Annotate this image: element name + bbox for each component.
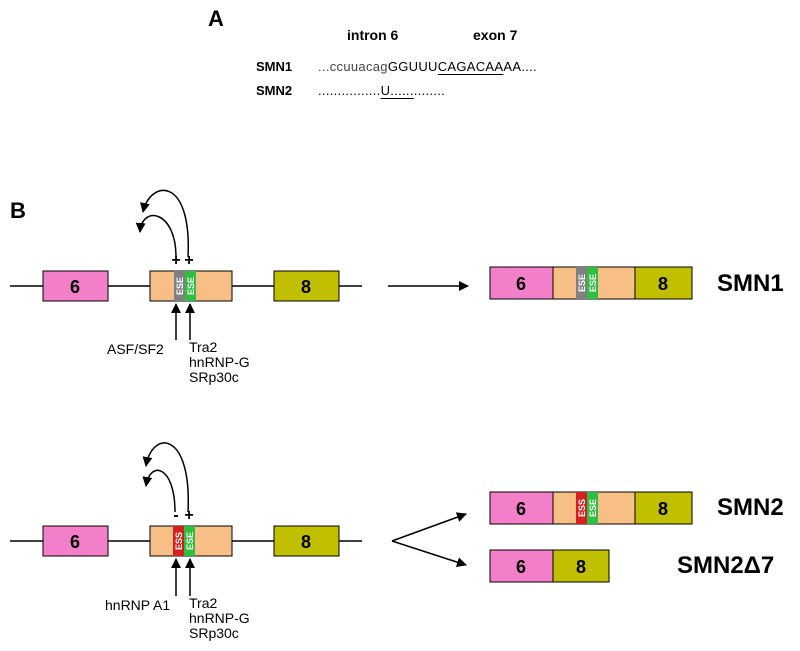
smn2-mrna-exon8-label: 8 [658,499,668,519]
smn2-sequence: ................U.............. [318,83,445,98]
smn2-delta7-product-label: SMN2Δ7 [677,552,775,579]
smn2-exon8-box [273,525,340,557]
smn2-curved-arrow-outer [142,442,189,513]
smn1-exon8-box [273,270,340,302]
smn1-mrna-ese-green [587,267,598,299]
smn1-sign-right: + [184,252,193,269]
smn2d7-mrna-exon6-label: 6 [516,557,526,577]
smn2-mrna-ese-green [587,492,598,524]
smn2-product-label: SMN2 [717,494,784,521]
smn2-exon-underlined: U...... [380,83,414,98]
smn1-mrna-ese-gray [576,267,587,299]
smn2-factor-right-3: SRp30c [189,625,239,641]
smn1-factor-right-1: Tra2 [189,339,218,355]
smn2-factor-right-1: Tra2 [189,595,218,611]
smn1-seq-label: SMN1 [256,59,293,74]
intron-6-header: intron 6 [347,27,399,43]
smn2d7-mrna-exon8-label: 8 [576,557,586,577]
smn1-exon8-label: 8 [301,277,311,297]
smn1-mrna-exon6-label: 6 [516,274,526,294]
smn1-exon-underlined: CAGACAA [437,59,504,74]
smn2-mrna-ess-red-label: ESS [577,499,587,517]
smn1-factor-right-3: SRp30c [189,369,239,385]
smn2-exon6-label: 6 [70,532,80,552]
smn2-mrna-exon6 [489,491,554,525]
smn2-factor-right-2: hnRNP-G [189,610,250,626]
exon-7-header: exon 7 [473,27,518,43]
smn2-mrna-exon8 [634,491,693,525]
smn2d7-mrna-exon8 [552,549,610,583]
smn1-ese-gray [174,271,185,301]
smn1-intron-seq: ccuuacag [329,59,388,74]
smn2-factor-left: hnRNP A1 [105,597,171,613]
smn1-factor-left: ASF/SF2 [107,341,164,357]
smn2-ese-green [184,526,195,556]
smn1-mrna-ese-gray-label: ESE [577,274,587,292]
smn2-exon8-label: 8 [301,532,311,552]
smn2-sign-right: + [184,507,193,524]
smn1-exon6-box [42,270,109,302]
smn1-sequence: ...ccuuacagGGUUUCAGACAAAA.... [318,59,537,74]
smn2-exon-rest: ........ [413,83,446,98]
panel-b-letter: B [10,198,26,223]
smn1-junction-seq: GGUUU [387,59,438,74]
smn2-arrow-to-full [391,512,467,542]
smn2-ess-red-label: ESS [174,532,184,550]
smn2-ess-red [173,526,184,556]
smn1-factor-right-2: hnRNP-G [189,354,250,370]
smn1-sign-left: + [171,252,180,269]
smn1-ese-gray-label: ESE [175,277,185,295]
smn1-exon6-label: 6 [70,277,80,297]
smn2-sign-left: - [173,507,178,524]
smn1-curved-arrow-outer [140,189,189,258]
smn2-seq-label: SMN2 [256,83,293,98]
smn1-ese-green [185,271,196,301]
smn1-lead-dots: ... [318,59,330,74]
smn1-curved-arrow-inner [135,214,177,258]
smn1-mrna-exon6 [489,266,554,300]
panel-a-letter: A [208,6,224,31]
smn2-lead-dots: ................ [318,83,381,98]
smn2-mrna-ess-red [576,492,587,524]
smn2-ese-green-label: ESE [185,532,195,550]
smn1-product-label: SMN1 [717,270,784,297]
smn1-mrna-exon8 [634,266,693,300]
smn2-mrna-ese-green-label: ESE [588,499,598,517]
smn2-mrna-exon6-label: 6 [516,499,526,519]
smn1-ese-green-label: ESE [186,277,196,295]
smn2-arrow-to-skipped [391,540,467,567]
smn1-exon-rest: AA.... [503,59,537,74]
smn1-mrna-exon8-label: 8 [658,274,668,294]
smn1-mrna-ese-green-label: ESE [588,274,598,292]
smn2d7-mrna-exon6 [489,549,554,583]
smn2-curved-arrow-inner [142,469,176,513]
smn2-exon6-box [42,525,109,557]
